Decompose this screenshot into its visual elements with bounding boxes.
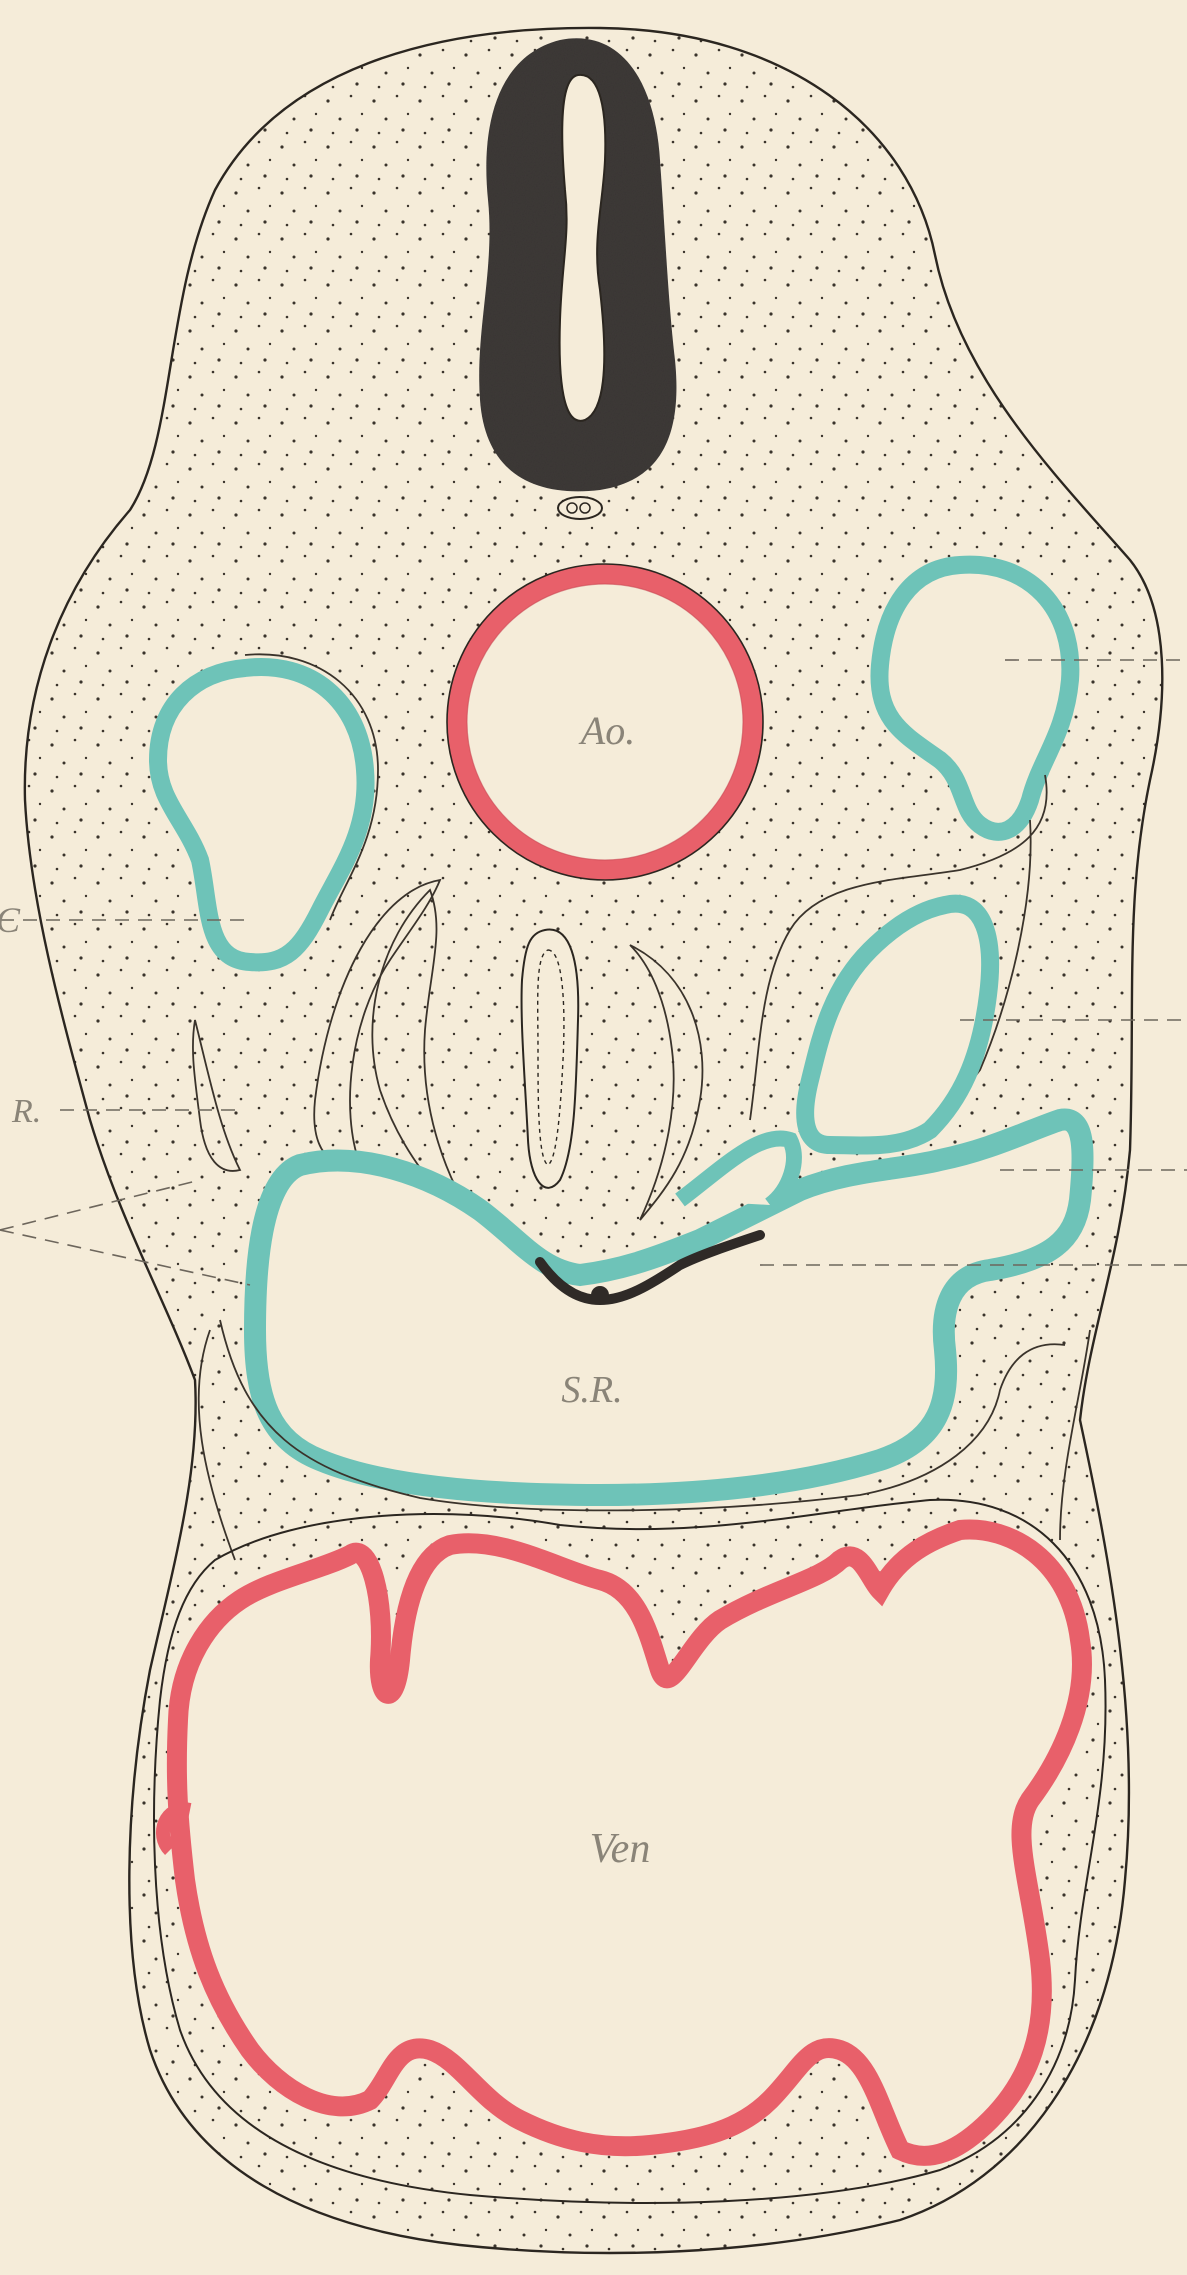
left-label-R: R. (11, 1093, 41, 1130)
gut-tube (522, 930, 579, 1188)
notochord (558, 497, 602, 519)
ventricle: Ven (163, 1530, 1082, 2156)
sinus-label: S.R. (561, 1369, 622, 1411)
aorta: Ao. (447, 564, 763, 880)
ventricle-label: Ven (590, 1826, 651, 1872)
neural-tube (479, 38, 676, 491)
left-label-C: C (0, 900, 21, 940)
aorta-label: Ao. (578, 708, 635, 753)
